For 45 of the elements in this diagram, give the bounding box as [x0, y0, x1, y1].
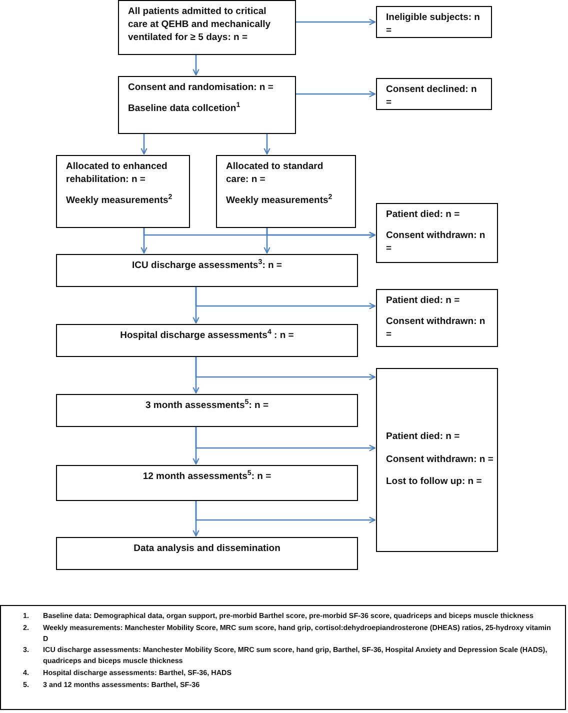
box-text: Consent declined: n =: [386, 84, 478, 110]
arrow: [195, 427, 376, 452]
process-box: [118, 0, 296, 55]
box-text: Consent withdrawn: n =: [386, 454, 494, 466]
process-box: [376, 289, 498, 347]
box-text: 3 month assessments$^{5}$: n =: [145, 400, 269, 413]
process-box: [216, 155, 356, 228]
box-text: Lost to follow up: n =: [386, 476, 483, 490]
process-box: [376, 368, 498, 552]
process-box: [56, 254, 358, 287]
arrow: [195, 501, 376, 524]
process-box: [56, 394, 358, 427]
box-text: 12 month assessments$^{5}$: n =: [142, 471, 272, 484]
box-text: Allocated to standard care: n =: [226, 161, 324, 187]
arrow: [192, 55, 200, 76]
process-box: [376, 203, 498, 263]
box-text: Patient died: n =: [386, 295, 461, 308]
arrow: [296, 18, 376, 26]
process-box: [376, 6, 492, 38]
process-box: [56, 324, 358, 357]
box-text: Hospital discharge assessments$^{4}$ : n =: [120, 330, 294, 343]
process-box: [118, 76, 296, 134]
box-text: Weekly measurements$^{2}$: [66, 194, 174, 208]
process-box: [376, 78, 492, 110]
box-text: Consent withdrawn: n =: [386, 316, 486, 342]
box-text: ICU discharge assessments$^{3}$: n =: [132, 260, 282, 273]
box-text: Weekly measurements$^{2}$: [226, 194, 334, 208]
box-text: Baseline data collcetion$^{1}$: [128, 102, 242, 116]
arrow: [195, 287, 376, 310]
box-text: Data analysis and dissemination: [134, 543, 280, 556]
process-box: [56, 155, 190, 228]
process-box: [56, 465, 358, 501]
box-text: Patient died: n =: [386, 209, 461, 222]
box-text: All patients admitted to critical care at QEHB and mechanically ventilated for ≥ 5 days: n =: [128, 6, 272, 44]
box-text: Consent and randomisation: n =: [128, 82, 274, 95]
arrow: [264, 134, 270, 155]
arrow: [195, 357, 376, 380]
arrow: [140, 134, 148, 155]
box-text: Patient died: n =: [386, 430, 461, 444]
box-text: Ineligible subjects: n =: [386, 12, 481, 38]
arrow: [266, 228, 376, 238]
arrow: [296, 90, 376, 98]
box-text: Allocated to enhanced rehabilitation: n =: [66, 161, 168, 187]
box-text: Consent withdrawn: n =: [386, 230, 486, 256]
process-box: [56, 537, 358, 570]
